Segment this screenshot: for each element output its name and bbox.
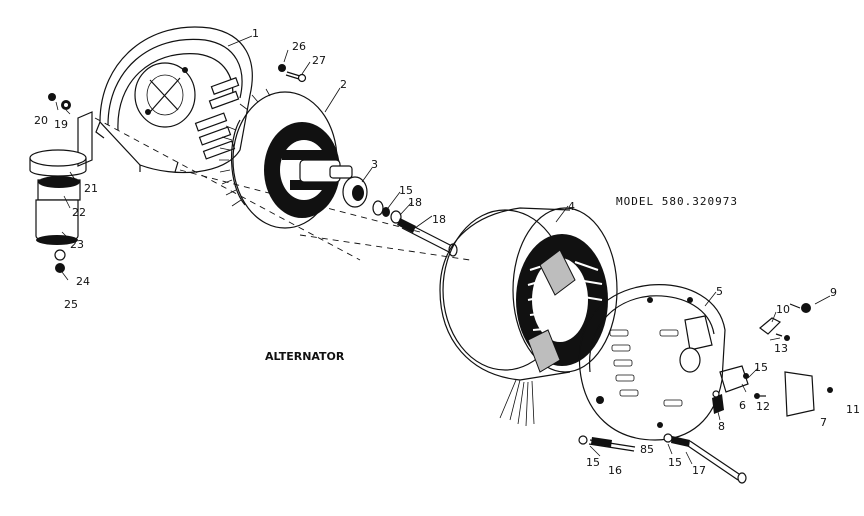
callout-19: 19 — [54, 118, 68, 131]
callout-15-b: 15 — [754, 361, 768, 374]
stator — [439, 207, 618, 427]
callout-26: 26 — [292, 40, 306, 53]
terminal-9 — [789, 303, 811, 313]
callout-12: 12 — [756, 400, 770, 413]
through-bolt-18 — [397, 218, 458, 257]
callout-15-d: 15 — [668, 456, 682, 469]
bracket-21 — [29, 111, 93, 177]
callout-27: 27 — [312, 54, 326, 67]
callout-18-a: 18 — [408, 196, 422, 209]
callout-22: 22 — [72, 206, 86, 219]
callout-9: 9 — [830, 286, 837, 299]
screw-11 — [827, 387, 833, 393]
diagram-caption: ALTERNATOR — [265, 350, 345, 363]
callout-20: 20 — [34, 114, 48, 127]
callout-11: 11 — [846, 403, 860, 416]
callout-85: 85 — [640, 443, 654, 456]
capacitor-22 — [37, 176, 81, 201]
washer-24 — [54, 249, 66, 261]
callout-16: 16 — [608, 464, 622, 477]
brush-holder-6 — [719, 365, 749, 393]
rotor — [219, 88, 353, 229]
callout-2: 2 — [340, 78, 347, 91]
callout-23: 23 — [70, 238, 84, 251]
leader-lines — [55, 35, 831, 465]
screw-27 — [278, 64, 307, 83]
nut-25 — [55, 263, 65, 273]
callout-13: 13 — [774, 342, 788, 355]
washer-19 — [61, 100, 71, 110]
callout-18-b: 18 — [432, 213, 446, 226]
end-bell — [578, 284, 726, 441]
nut-20 — [48, 93, 56, 101]
clip-10 — [759, 317, 782, 335]
callout-25: 25 — [64, 298, 78, 311]
callout-7: 7 — [820, 416, 827, 429]
model-label: MODEL 580.320973 — [616, 195, 738, 208]
callout-3: 3 — [371, 158, 378, 171]
fan-housing — [95, 26, 253, 174]
screw-12 — [754, 393, 766, 399]
callout-5: 5 — [716, 285, 723, 298]
cover-plate-7 — [784, 371, 815, 417]
screw-13 — [775, 333, 790, 341]
capacitor-body-23 — [35, 199, 79, 245]
callout-8: 8 — [718, 420, 725, 433]
callout-15-a: 15 — [399, 184, 413, 197]
callout-10: 10 — [776, 303, 790, 316]
callout-15-c: 15 — [586, 456, 600, 469]
brush-spring-8 — [712, 390, 724, 414]
callout-6: 6 — [739, 399, 746, 412]
callout-4: 4 — [568, 200, 575, 213]
bolt-16 — [578, 435, 636, 452]
bearing — [342, 176, 368, 208]
callout-17: 17 — [692, 464, 706, 477]
callout-21: 21 — [84, 182, 98, 195]
bolt-17 — [663, 433, 747, 484]
washer-stack — [372, 200, 402, 224]
callout-24: 24 — [76, 275, 90, 288]
callout-1: 1 — [252, 27, 259, 40]
